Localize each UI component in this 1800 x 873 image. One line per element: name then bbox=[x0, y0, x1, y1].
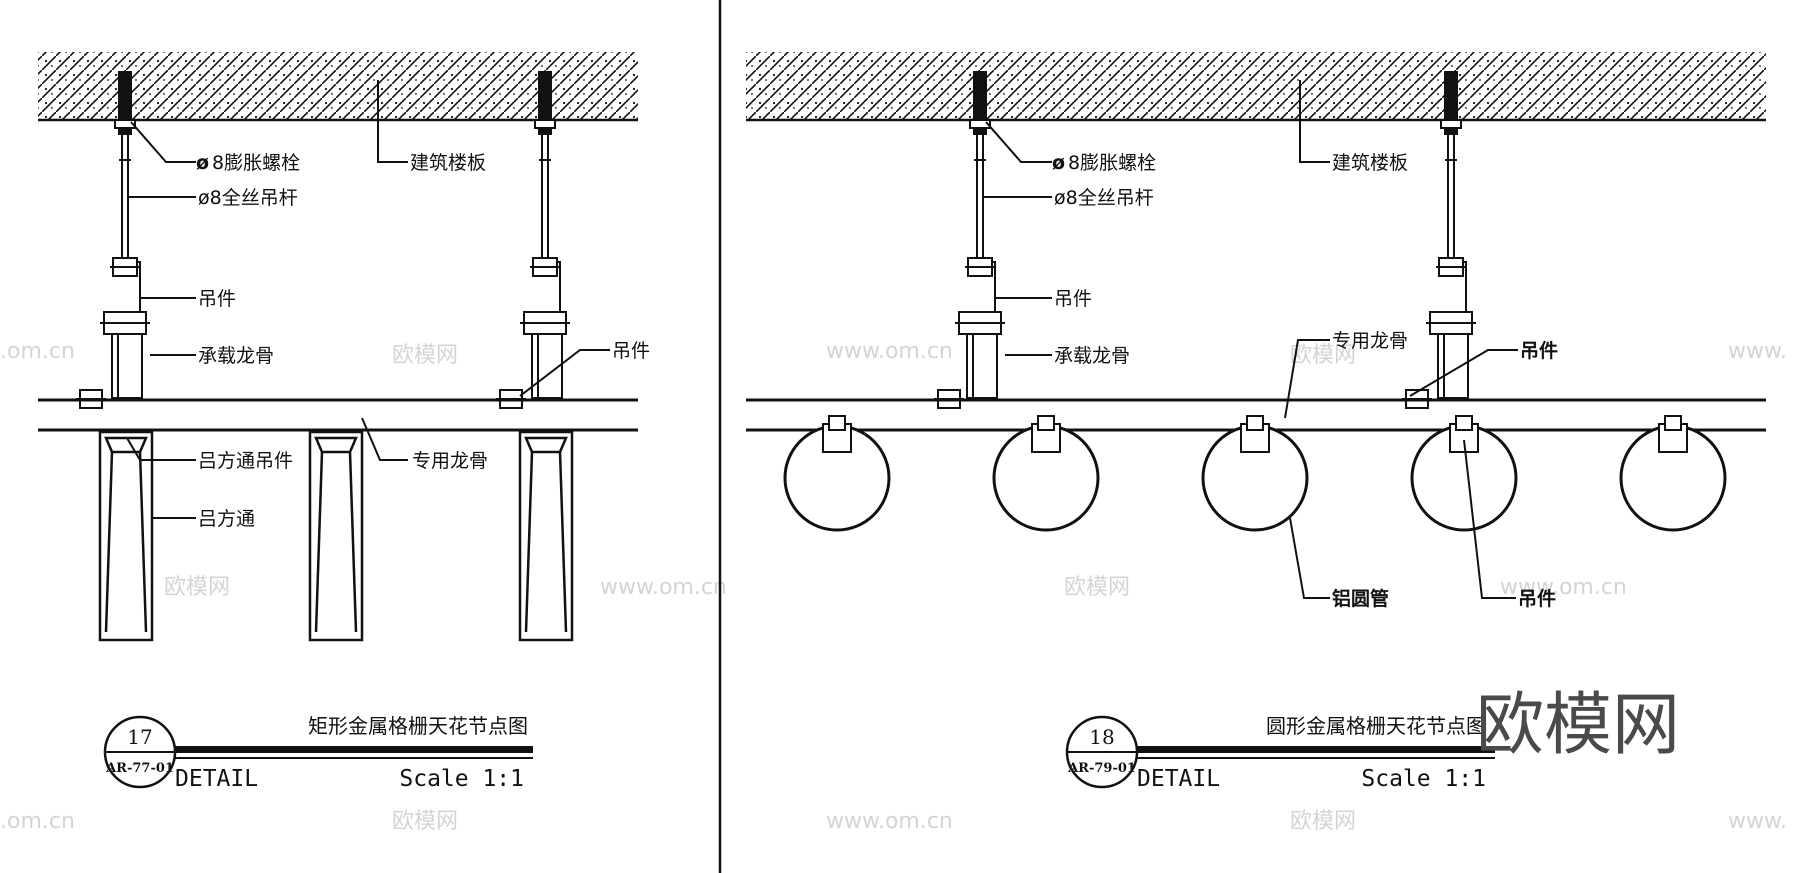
logo-watermark: 欧模网 bbox=[1476, 686, 1680, 765]
detail-title: 圆形金属格栅天花节点图 bbox=[1266, 714, 1486, 738]
label-pipe: 铝圆管 bbox=[1332, 587, 1389, 610]
detail-word: DETAIL bbox=[1137, 766, 1220, 792]
watermark-cn: 欧模网 bbox=[1290, 343, 1356, 368]
round-pipe bbox=[783, 415, 891, 532]
rect-tube bbox=[518, 430, 574, 642]
label-special-keel: 专用龙骨 bbox=[1332, 330, 1408, 352]
label-rod: ø8全丝吊杆 bbox=[198, 187, 298, 209]
watermark-url: .om.cn bbox=[0, 339, 75, 364]
watermark-url: .om.cn bbox=[0, 809, 75, 834]
watermark-cn: 欧模网 bbox=[392, 809, 458, 834]
watermark-cn: 欧模网 bbox=[164, 575, 230, 600]
detail-scale: Scale 1:1 bbox=[399, 766, 524, 792]
watermark-url: www.om.cn bbox=[1500, 575, 1627, 600]
label-pipe-hanger: 吊件 bbox=[1518, 587, 1556, 610]
detail-number: 18 bbox=[1089, 725, 1114, 749]
watermark-url: www. bbox=[1728, 339, 1787, 364]
sheet-number: AR-79-01 bbox=[1067, 761, 1136, 776]
round-pipe bbox=[1410, 415, 1518, 532]
right-detail: ø 8膨胀螺栓 建筑楼板 ø8全丝吊杆 吊件 承载龙骨 专用龙骨 吊件 铝圆管 … bbox=[746, 52, 1766, 792]
label-bolt-symbol: ø bbox=[1052, 152, 1065, 174]
watermark-cn: 欧模网 bbox=[1064, 575, 1130, 600]
label-bolt: 8膨胀螺栓 bbox=[212, 152, 300, 174]
leader-lines bbox=[983, 80, 1518, 599]
rect-tube bbox=[98, 430, 154, 642]
hanger-assembly-right bbox=[496, 71, 570, 409]
label-main-keel: 承载龙骨 bbox=[198, 345, 274, 367]
watermark-url: www.om.cn bbox=[826, 339, 953, 364]
label-floor: 建筑楼板 bbox=[1332, 152, 1408, 174]
title-block: 17 AR-77-01 矩形金属格栅天花节点图 DETAIL Scale 1:1 bbox=[103, 714, 533, 792]
label-hanger: 吊件 bbox=[1054, 288, 1092, 310]
hanger-assembly-right bbox=[1402, 71, 1476, 409]
label-special-keel: 专用龙骨 bbox=[412, 450, 488, 472]
label-tube-hanger: 吕方通吊件 bbox=[198, 450, 293, 472]
watermark-cn: 欧模网 bbox=[1290, 809, 1356, 834]
round-pipe bbox=[1619, 415, 1727, 532]
detail-word: DETAIL bbox=[175, 766, 258, 792]
floor-slab bbox=[746, 52, 1766, 120]
watermark-url: www.om.cn bbox=[826, 809, 953, 834]
label-bolt-symbol: ø bbox=[196, 152, 209, 174]
label-hanger-right: 吊件 bbox=[612, 340, 650, 362]
detail-number: 17 bbox=[127, 725, 152, 749]
label-hanger: 吊件 bbox=[198, 288, 236, 310]
label-floor: 建筑楼板 bbox=[410, 152, 486, 174]
label-main-keel: 承载龙骨 bbox=[1054, 345, 1130, 367]
left-detail: ø 8膨胀螺栓 建筑楼板 ø8全丝吊杆 吊件 承载龙骨 吊件 吕方通吊件 专用龙… bbox=[38, 52, 650, 792]
hanger-assembly-left bbox=[76, 71, 150, 409]
label-rod: ø8全丝吊杆 bbox=[1054, 187, 1154, 209]
watermark-layer: .om.cn .om.cn 欧模网 欧模网 欧模网 www.om.cn www.… bbox=[0, 339, 1787, 834]
detail-title: 矩形金属格栅天花节点图 bbox=[308, 714, 528, 738]
rect-tube bbox=[308, 430, 364, 642]
watermark-url: www.om.cn bbox=[600, 575, 727, 600]
label-tube: 吕方通 bbox=[198, 508, 255, 530]
leader-lines bbox=[126, 80, 610, 519]
sheet-number: AR-77-01 bbox=[105, 761, 174, 776]
label-bolt: 8膨胀螺栓 bbox=[1068, 152, 1156, 174]
label-hanger-right: 吊件 bbox=[1520, 339, 1558, 362]
round-pipe bbox=[992, 415, 1100, 532]
watermark-cn: 欧模网 bbox=[392, 343, 458, 368]
watermark-url: www. bbox=[1728, 809, 1787, 834]
round-pipe bbox=[1201, 415, 1309, 532]
detail-scale: Scale 1:1 bbox=[1361, 766, 1486, 792]
title-block: 18 AR-79-01 圆形金属格栅天花节点图 DETAIL Scale 1:1 bbox=[1065, 714, 1495, 792]
